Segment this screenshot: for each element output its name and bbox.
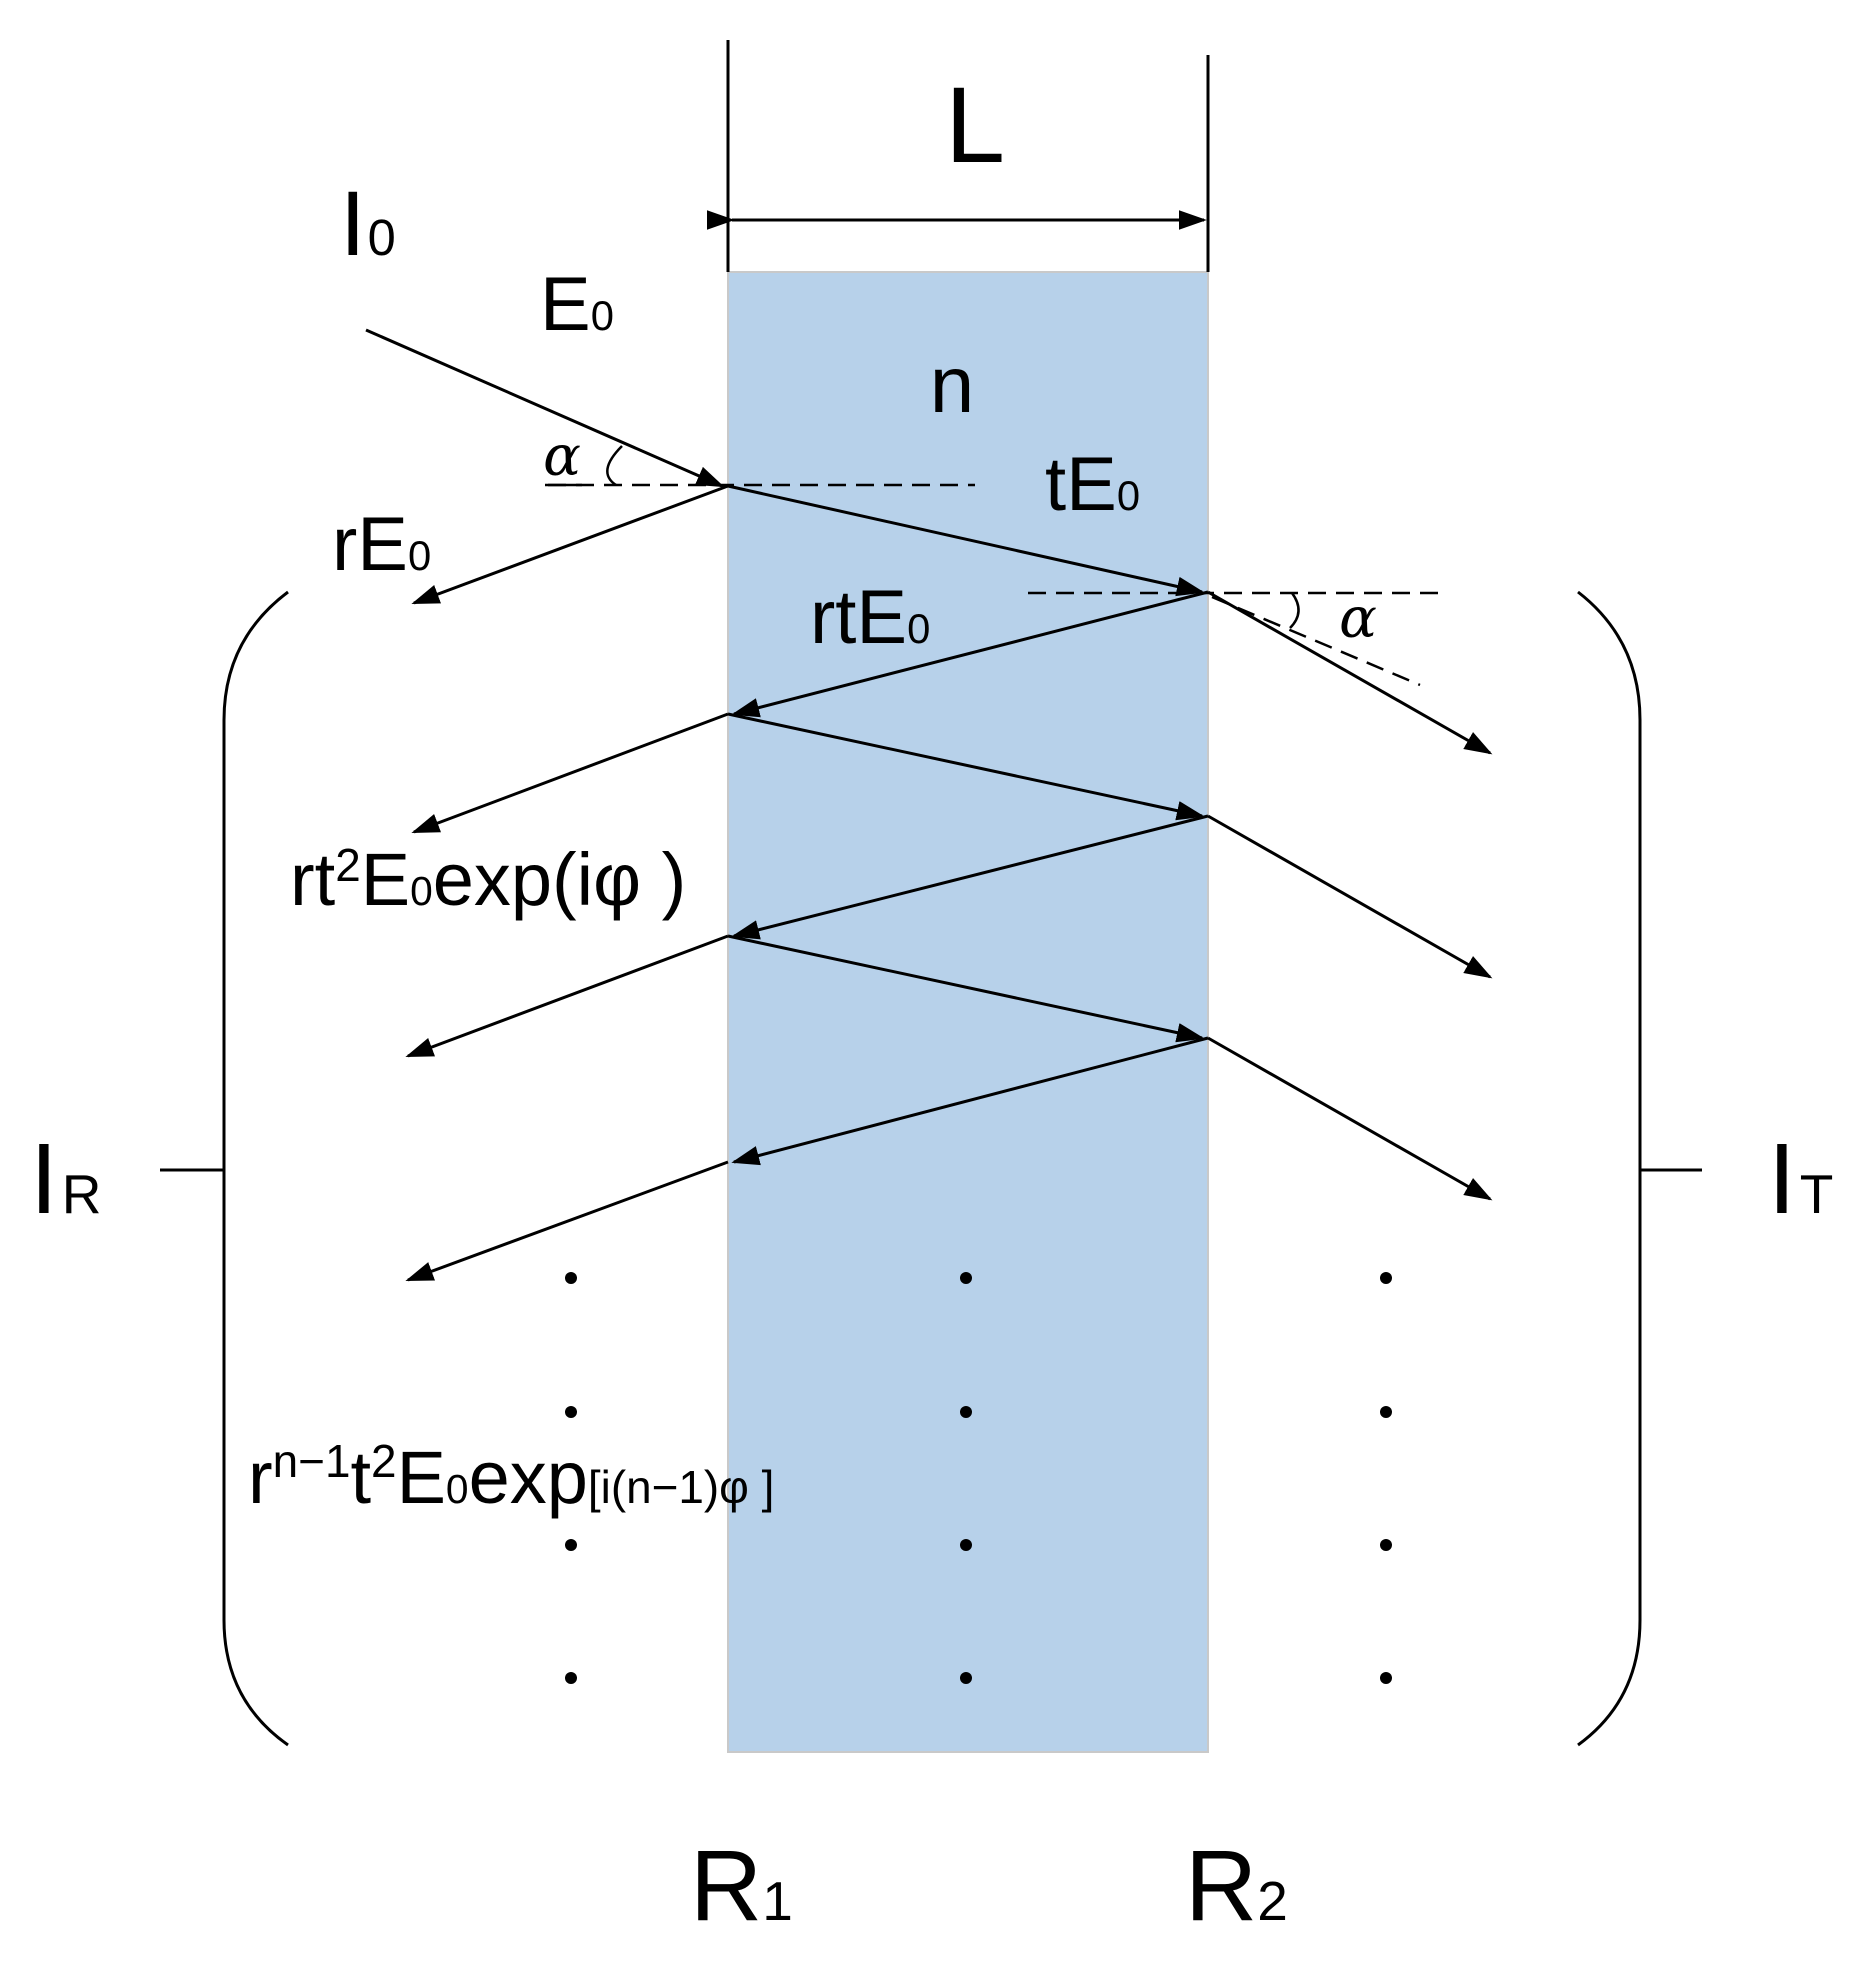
- incident-field-label: E0: [540, 262, 614, 347]
- reflected-intensity-label: IR: [30, 1123, 102, 1235]
- internal-ray-6: [731, 1036, 1209, 1166]
- mirror-right-label: R2: [1185, 1830, 1288, 1942]
- nth-reflected-label: rn−1t2E0exp[i(n−1)φ ]: [248, 1435, 774, 1519]
- incident-ray: [365, 328, 725, 488]
- angle-arc-out: [1289, 592, 1300, 629]
- internal-ray-3: [727, 712, 1205, 821]
- thickness-label: L: [945, 64, 1005, 185]
- transmitted-ray-1: [1207, 590, 1493, 755]
- second-reflected-label: rt2E0exp(iφ ): [290, 838, 686, 921]
- mirror-left-label: R1: [690, 1830, 793, 1942]
- internal-ray-4: [731, 814, 1209, 940]
- reflected-ray-1: [411, 484, 729, 605]
- dot: [960, 1272, 972, 1284]
- dot: [1380, 1672, 1392, 1684]
- transmitted-field-label: tE0: [1045, 442, 1140, 527]
- transmitted-brace: [1577, 590, 1702, 1747]
- transmitted-intensity-label: IT: [1768, 1123, 1833, 1235]
- angle-out-label: α: [1339, 586, 1377, 651]
- continuation-dots: [565, 1272, 1392, 1684]
- internal-ray-5: [727, 934, 1205, 1043]
- transmitted-ray-2: [1207, 814, 1493, 979]
- normal-lines: [548, 483, 1448, 687]
- slab-medium: [727, 271, 1209, 1753]
- transmitted-ray-3: [1207, 1036, 1493, 1201]
- reflected-ray-2: [411, 712, 729, 834]
- reflected-ray-4: [405, 1160, 729, 1282]
- incident-intensity-label: I0: [340, 173, 396, 275]
- dot: [1380, 1272, 1392, 1284]
- internal-reflected-label: rtE0: [810, 575, 930, 660]
- dot: [565, 1272, 577, 1284]
- angle-in-label: α: [543, 424, 581, 489]
- light-rays: [365, 328, 1493, 1282]
- dot: [960, 1539, 972, 1551]
- reflected-brace: [160, 590, 289, 1747]
- dot: [565, 1406, 577, 1418]
- angle-arc-in: [606, 445, 623, 487]
- reflected-field-label: rE0: [332, 502, 431, 587]
- dot: [960, 1406, 972, 1418]
- internal-ray-2: [731, 590, 1209, 718]
- dot: [1380, 1406, 1392, 1418]
- thickness-dimension: [706, 40, 1210, 272]
- refractive-index-label: n: [930, 340, 975, 429]
- dot: [565, 1539, 577, 1551]
- internal-ray-1: [727, 484, 1205, 597]
- dot: [565, 1672, 577, 1684]
- dot: [1380, 1539, 1392, 1551]
- reflected-ray-3: [405, 934, 729, 1058]
- dot: [960, 1672, 972, 1684]
